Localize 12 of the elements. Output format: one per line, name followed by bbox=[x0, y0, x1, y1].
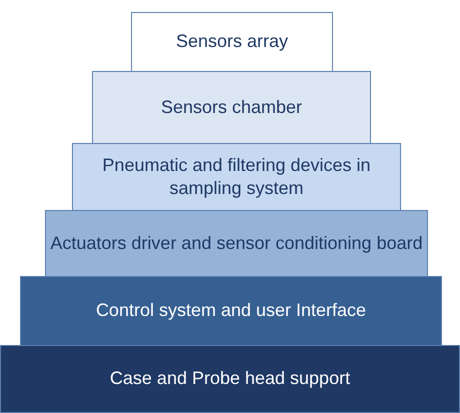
layer-box bbox=[20, 276, 442, 346]
layer-label: Pneumatic and filtering devices in sampling system bbox=[101, 154, 372, 200]
layer-box bbox=[92, 71, 371, 144]
layer-label: Sensors chamber bbox=[160, 96, 302, 119]
layer-label: Sensors array bbox=[176, 30, 288, 54]
layer-label: Actuators driver and sensor conditioning board bbox=[50, 232, 423, 255]
layer-label: Case and Probe head support bbox=[110, 367, 350, 390]
layer-box bbox=[72, 143, 401, 211]
layer-box bbox=[131, 12, 333, 72]
layer-box bbox=[0, 345, 460, 413]
layer-box bbox=[45, 210, 428, 277]
layer-label: Control system and user Interface bbox=[96, 299, 366, 322]
